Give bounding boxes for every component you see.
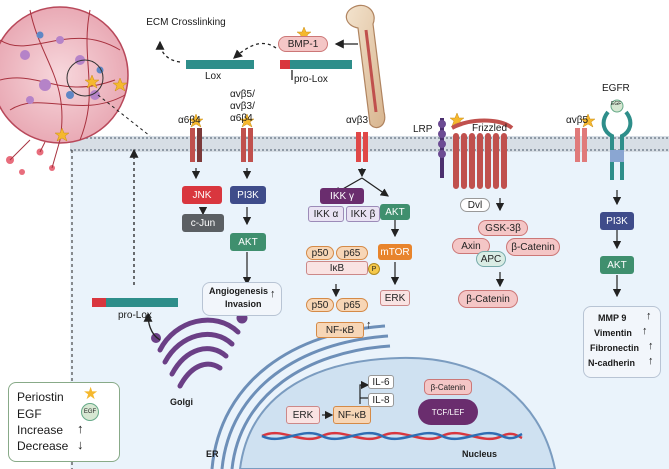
tumor-cluster [0,6,129,175]
apc-node: APC [476,251,506,267]
pro-lox-protein-bar-top [280,60,352,69]
p50-bottom-node: p50 [306,298,334,312]
integrin-a6b4 [190,128,202,162]
n-cadherin-label: N-cadherin [588,358,636,368]
dvl-node: Dvl [460,198,490,212]
bcatenin-free-node: β-Catenin [458,290,518,308]
mtor-node: mTOR [378,244,412,260]
avb5-right-label: αvβ5 [566,115,589,126]
p65-bottom-node: p65 [336,298,368,312]
egf-ligand-label: EGF [611,101,622,107]
integrin-avb5-right [575,128,587,162]
emt-markers-panel: MMP 9 Vimentin Fibronectin N-cadherin ↑ … [583,306,661,378]
pi3k-node: PI3K [230,186,266,204]
ikk-alpha-node: IKK α [308,206,344,222]
cell-membrane [70,136,669,152]
nucleus [238,356,557,469]
lrp-receptor [438,118,446,178]
lox-label: Lox [205,71,222,82]
il6-node: IL-6 [368,375,394,389]
vimentin-increase-icon: ↑ [642,325,648,337]
n-cadherin-increase-icon: ↑ [648,355,654,367]
pro-lox-protein-bar-mid [92,298,178,307]
legend-periostin-label: Periostin [17,390,64,404]
mmp9-label: MMP 9 [598,313,627,323]
bmp1-node: BMP-1 [278,36,328,52]
avb5-label-3: α6β4 [230,113,253,124]
lox-protein-bar [186,60,254,69]
legend-egf-label: EGF [17,407,42,421]
integrin-avb3 [356,132,368,162]
legend-decrease-arrow-icon: ↓ [77,437,84,452]
phosphate-badge-icon: P [368,263,380,275]
legend-egf-icon: EGF [81,403,99,421]
a6b4-label: α6β4 [178,115,201,126]
vimentin-label: Vimentin [594,328,632,338]
akt-avb3-node: AKT [380,204,410,220]
frizzled-label: Frizzled [472,123,508,134]
invasion-label: Invasion [225,299,262,309]
egfr-receptor [601,99,633,180]
avb5-label-1: αvβ5/ [230,89,255,100]
legend-increase-arrow-icon: ↑ [77,421,84,436]
p50-top-node: p50 [306,246,334,260]
il8-node: IL-8 [368,393,394,407]
angiogenesis-label: Angiogenesis [209,286,269,296]
lrp-label: LRP [413,124,433,135]
jnk-node: JNK [182,186,222,204]
akt-node: AKT [230,233,266,251]
tcf-lef-node: TCF/LEF [418,399,478,425]
bcatenin-complex-node: β-Catenin [506,238,560,256]
golgi-label: Golgi [170,397,193,407]
p65-top-node: p65 [336,246,368,260]
dna-strand [261,431,523,441]
gsk3b-node: GSK-3β [478,220,528,236]
legend-panel: Periostin EGF Increase Decrease ★ EGF ↑ … [8,382,120,462]
pro-lox-mid-label: pro-Lox [118,310,152,321]
frizzled-receptor [451,118,514,189]
ikk-beta-node: IKK β [346,206,380,222]
bcatenin-nucleus-node: β-Catenin [424,379,472,395]
akt-egfr-node: AKT [600,256,634,274]
fibronectin-increase-icon: ↑ [648,340,654,352]
fibronectin-label: Fibronectin [590,343,639,353]
increase-arrow-icon: ↑ [270,288,276,300]
egfr-label: EGFR [602,83,630,94]
nucleus-label: Nucleus [462,449,498,459]
axin-node: Axin [452,238,490,254]
avb3-label: αvβ3 [346,115,369,126]
cjun-node: c-Jun [182,214,224,232]
erk-node: ERK [380,290,410,306]
ikb-node: IκB [306,261,368,275]
nfkb-increase-arrow-icon: ↑ [366,319,372,331]
legend-decrease-label: Decrease [17,439,69,453]
legend-periostin-star-icon: ★ [83,384,99,403]
ecm-crosslinking-label: ECM Crosslinking [146,17,226,28]
angiogenesis-invasion-panel: Angiogenesis Invasion ↑ [202,282,282,316]
avb5-label-2: αvβ3/ [230,101,255,112]
legend-increase-label: Increase [17,423,64,437]
nfkb-nucleus-node: NF-κB [333,406,371,424]
ikk-gamma-node: IKK γ [320,188,364,204]
integrin-avb5-avb3-a6b4 [241,128,253,162]
nfkb-node: NF-κB [316,322,364,338]
erk-nucleus-node: ERK [286,406,320,424]
pi3k-egfr-node: PI3K [600,212,634,230]
pro-lox-top-label: pro-Lox [294,74,328,85]
mmp9-increase-icon: ↑ [646,310,652,322]
bone-icon [345,4,386,129]
er-label: ER [206,449,219,459]
